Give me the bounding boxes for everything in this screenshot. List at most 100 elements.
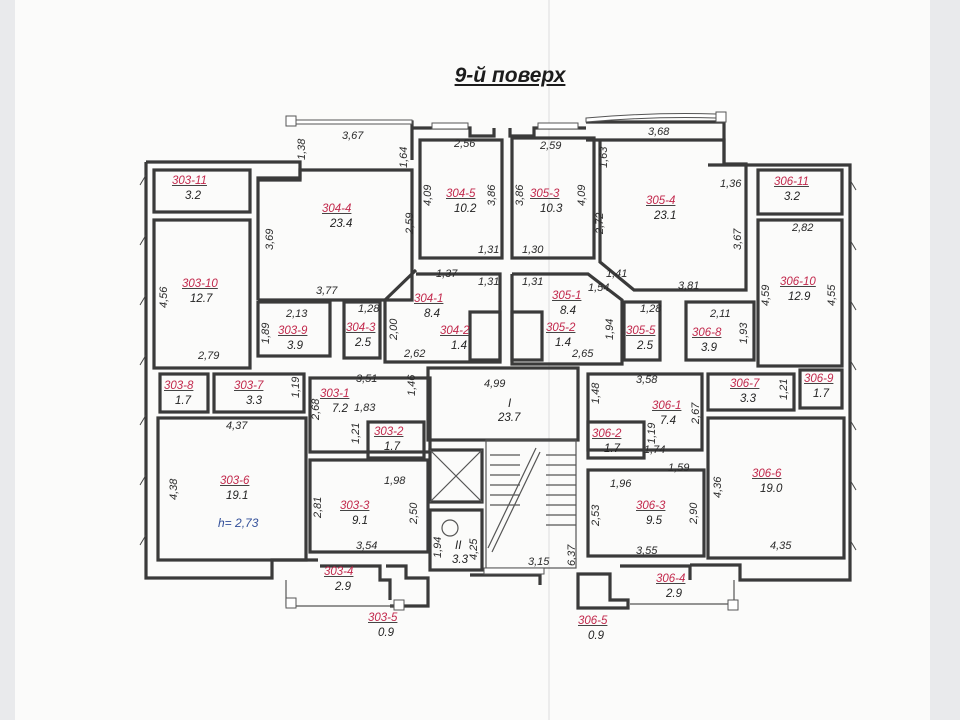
room-label: 303-8 bbox=[164, 380, 194, 392]
room-303-3 bbox=[308, 458, 430, 554]
room-area: 2.5 bbox=[355, 337, 371, 349]
dimension-label: 2,56 bbox=[454, 138, 476, 150]
dimension-label: 3,67 bbox=[342, 130, 364, 142]
dimension-label: 4,36 bbox=[712, 476, 724, 498]
dimension-label: 3,81 bbox=[678, 280, 700, 292]
room-area: 19.1 bbox=[226, 490, 249, 502]
floor-title: 9-й поверх bbox=[454, 64, 566, 87]
room-area: 3.3 bbox=[740, 393, 756, 405]
elevator bbox=[428, 448, 484, 504]
dimension-label: 2,13 bbox=[286, 308, 308, 320]
room-305-4 bbox=[586, 138, 748, 292]
dimension-label: 1,46 bbox=[406, 374, 418, 396]
room-306-10 bbox=[756, 218, 844, 368]
dimension-label: 1,59 bbox=[668, 462, 690, 474]
room-area: 12.9 bbox=[788, 291, 811, 303]
room-area: 19.0 bbox=[760, 483, 783, 495]
room-label: 306-10 bbox=[780, 276, 816, 288]
dimension-label: 1,21 bbox=[350, 422, 362, 444]
dimension-label: 3,86 bbox=[486, 184, 498, 206]
room-label: 306-9 bbox=[804, 373, 834, 385]
room-303-11 bbox=[152, 168, 252, 214]
window bbox=[431, 122, 469, 130]
room-label: 304-3 bbox=[346, 322, 376, 334]
dimension-label: 3,58 bbox=[636, 374, 658, 386]
stair-steps bbox=[490, 454, 576, 526]
column-marker bbox=[715, 111, 727, 123]
dimension-label: 1,28 bbox=[358, 303, 380, 315]
room-label: 305-1 bbox=[552, 290, 582, 302]
room-label: 306-11 bbox=[774, 176, 809, 188]
dimension-label: 2,72 bbox=[594, 212, 606, 234]
wall-left-wing bbox=[146, 160, 302, 300]
room-303-4 bbox=[320, 564, 392, 600]
room-306-5 bbox=[576, 572, 630, 610]
dimension-label: 3,86 bbox=[514, 184, 526, 206]
dimension-label: 2,59 bbox=[540, 140, 562, 152]
room-label: 303-9 bbox=[278, 325, 308, 337]
dimension-label: 4,55 bbox=[826, 284, 838, 306]
dimension-label: 2,79 bbox=[198, 350, 220, 362]
room-304-3 bbox=[342, 300, 382, 360]
room-305-5 bbox=[622, 300, 662, 362]
dimension-label: 1,31 bbox=[478, 244, 500, 256]
room-label: 304-5 bbox=[446, 188, 476, 200]
room-label: 303-10 bbox=[182, 278, 218, 290]
room-area: 3.3 bbox=[452, 554, 468, 566]
room-303-6 bbox=[156, 416, 308, 562]
room-303-2 bbox=[366, 420, 426, 460]
dimension-label: 1,74 bbox=[644, 444, 666, 456]
room-label: 306-8 bbox=[692, 327, 722, 339]
room-label: 303-5 bbox=[368, 612, 398, 624]
room-area: 3.2 bbox=[185, 190, 201, 202]
dimension-label: 3,77 bbox=[316, 285, 338, 297]
room-label: II bbox=[455, 540, 462, 552]
dimension-label: 1,48 bbox=[590, 382, 602, 404]
room-area: 9.1 bbox=[352, 515, 368, 527]
dimension-label: 2,81 bbox=[312, 496, 324, 518]
room-303-1 bbox=[308, 376, 432, 454]
dimension-label: 1,38 bbox=[296, 138, 308, 160]
dimension-label: 3,55 bbox=[636, 545, 658, 557]
dimension-label: 2,50 bbox=[408, 502, 420, 524]
room-area: 2.9 bbox=[666, 588, 682, 600]
room-area: 10.3 bbox=[540, 203, 563, 215]
dimension-label: 2,59 bbox=[404, 212, 416, 234]
room-label: 304-4 bbox=[322, 203, 352, 215]
room-label: 306-4 bbox=[656, 573, 686, 585]
room-304-2 bbox=[468, 310, 502, 362]
room-area: 23.7 bbox=[498, 412, 521, 424]
dimension-label: 3,51 bbox=[356, 373, 378, 385]
dimension-label: 2,67 bbox=[690, 402, 702, 424]
room-area: 0.9 bbox=[378, 627, 394, 639]
dimension-label: 1,83 bbox=[354, 402, 376, 414]
dimension-label: 3,54 bbox=[356, 540, 378, 552]
room-label: 303-4 bbox=[324, 566, 354, 578]
dimension-label: 4,25 bbox=[468, 538, 480, 560]
dimension-label: 3,67 bbox=[732, 228, 744, 250]
room-label: 306-2 bbox=[592, 428, 622, 440]
room-area: 3.9 bbox=[701, 342, 717, 354]
dimension-label: 1,21 bbox=[778, 378, 790, 400]
dimension-label: 4,09 bbox=[422, 184, 434, 206]
room-label: 303-6 bbox=[220, 475, 250, 487]
room-306-9 bbox=[798, 368, 844, 410]
room-label: 303-2 bbox=[374, 426, 404, 438]
room-area: 2.5 bbox=[637, 340, 653, 352]
room-306-3 bbox=[586, 468, 706, 558]
dimension-label: 1,98 bbox=[384, 475, 406, 487]
room-area: 3.9 bbox=[287, 340, 303, 352]
room-303-10 bbox=[152, 218, 252, 370]
dimension-label: 1,94 bbox=[604, 318, 616, 340]
room-area: 2.9 bbox=[335, 581, 351, 593]
room-label: 304-2 bbox=[440, 325, 470, 337]
dimension-label: 6,37 bbox=[566, 544, 578, 566]
dimension-label: 2,68 bbox=[310, 398, 322, 420]
room-area: 23.1 bbox=[654, 210, 677, 222]
dimension-label: 4,99 bbox=[484, 378, 506, 390]
dimension-label: 2,62 bbox=[404, 348, 426, 360]
dimension-label: 4,37 bbox=[226, 420, 248, 432]
balcony-window bbox=[585, 113, 717, 123]
dimension-label: 4,09 bbox=[576, 184, 588, 206]
